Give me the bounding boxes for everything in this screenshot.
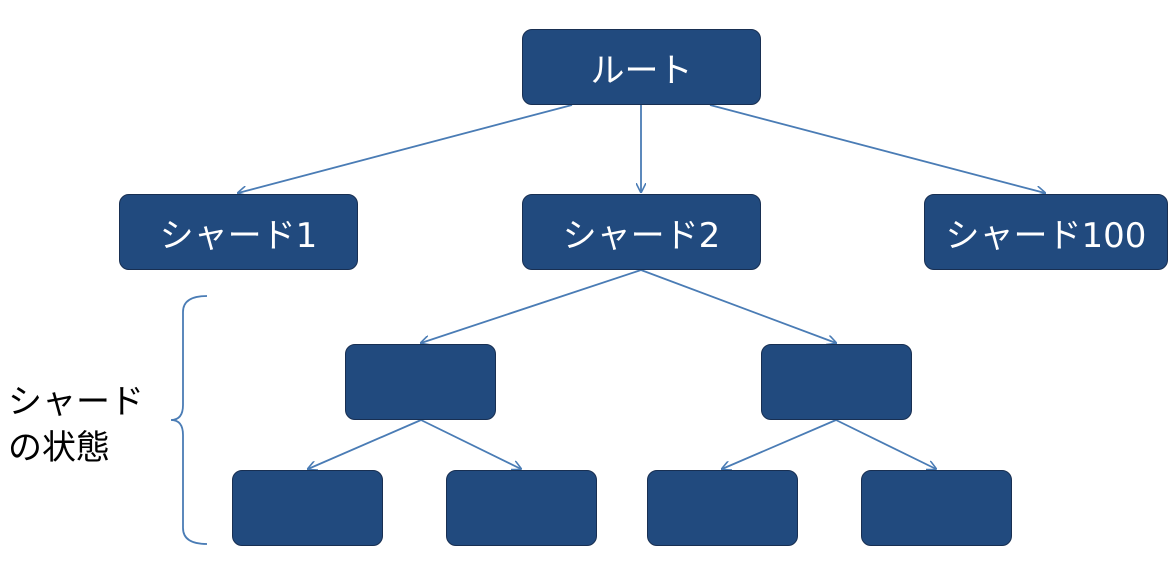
shard100-node: シャード100 xyxy=(924,194,1168,270)
state-leaf-node-1 xyxy=(232,470,383,546)
arrow-root-to-shard1 xyxy=(238,104,573,193)
state-node-right xyxy=(761,344,912,420)
shard-state-label: シャード の状態 xyxy=(8,379,158,471)
state-node-left xyxy=(345,344,496,420)
arrow-right-node-to-leaf3 xyxy=(722,419,837,469)
shard1-node-label: シャード1 xyxy=(159,215,318,256)
arrow-right-node-to-leaf4 xyxy=(835,419,936,469)
arrow-shard2-to-left-node xyxy=(421,269,642,343)
state-leaf-node-4 xyxy=(861,470,1012,546)
shard1-node: シャード1 xyxy=(119,194,358,270)
shard2-node: シャード2 xyxy=(522,194,761,270)
shard-state-label-line1: シャード xyxy=(8,382,144,422)
arrow-left-node-to-leaf2 xyxy=(420,419,521,469)
shard-state-label-line2: の状態 xyxy=(8,428,110,468)
root-node: ルート xyxy=(522,29,761,105)
arrow-shard2-to-right-node xyxy=(640,269,836,343)
state-leaf-node-2 xyxy=(446,470,597,546)
arrow-left-node-to-leaf1 xyxy=(308,419,422,469)
shard-state-brace xyxy=(170,295,208,545)
arrow-root-to-shard100 xyxy=(709,104,1045,193)
state-leaf-node-3 xyxy=(647,470,798,546)
shard2-node-label: シャード2 xyxy=(562,215,721,256)
root-node-label: ルート xyxy=(590,50,693,91)
shard100-node-label: シャード100 xyxy=(945,215,1147,256)
